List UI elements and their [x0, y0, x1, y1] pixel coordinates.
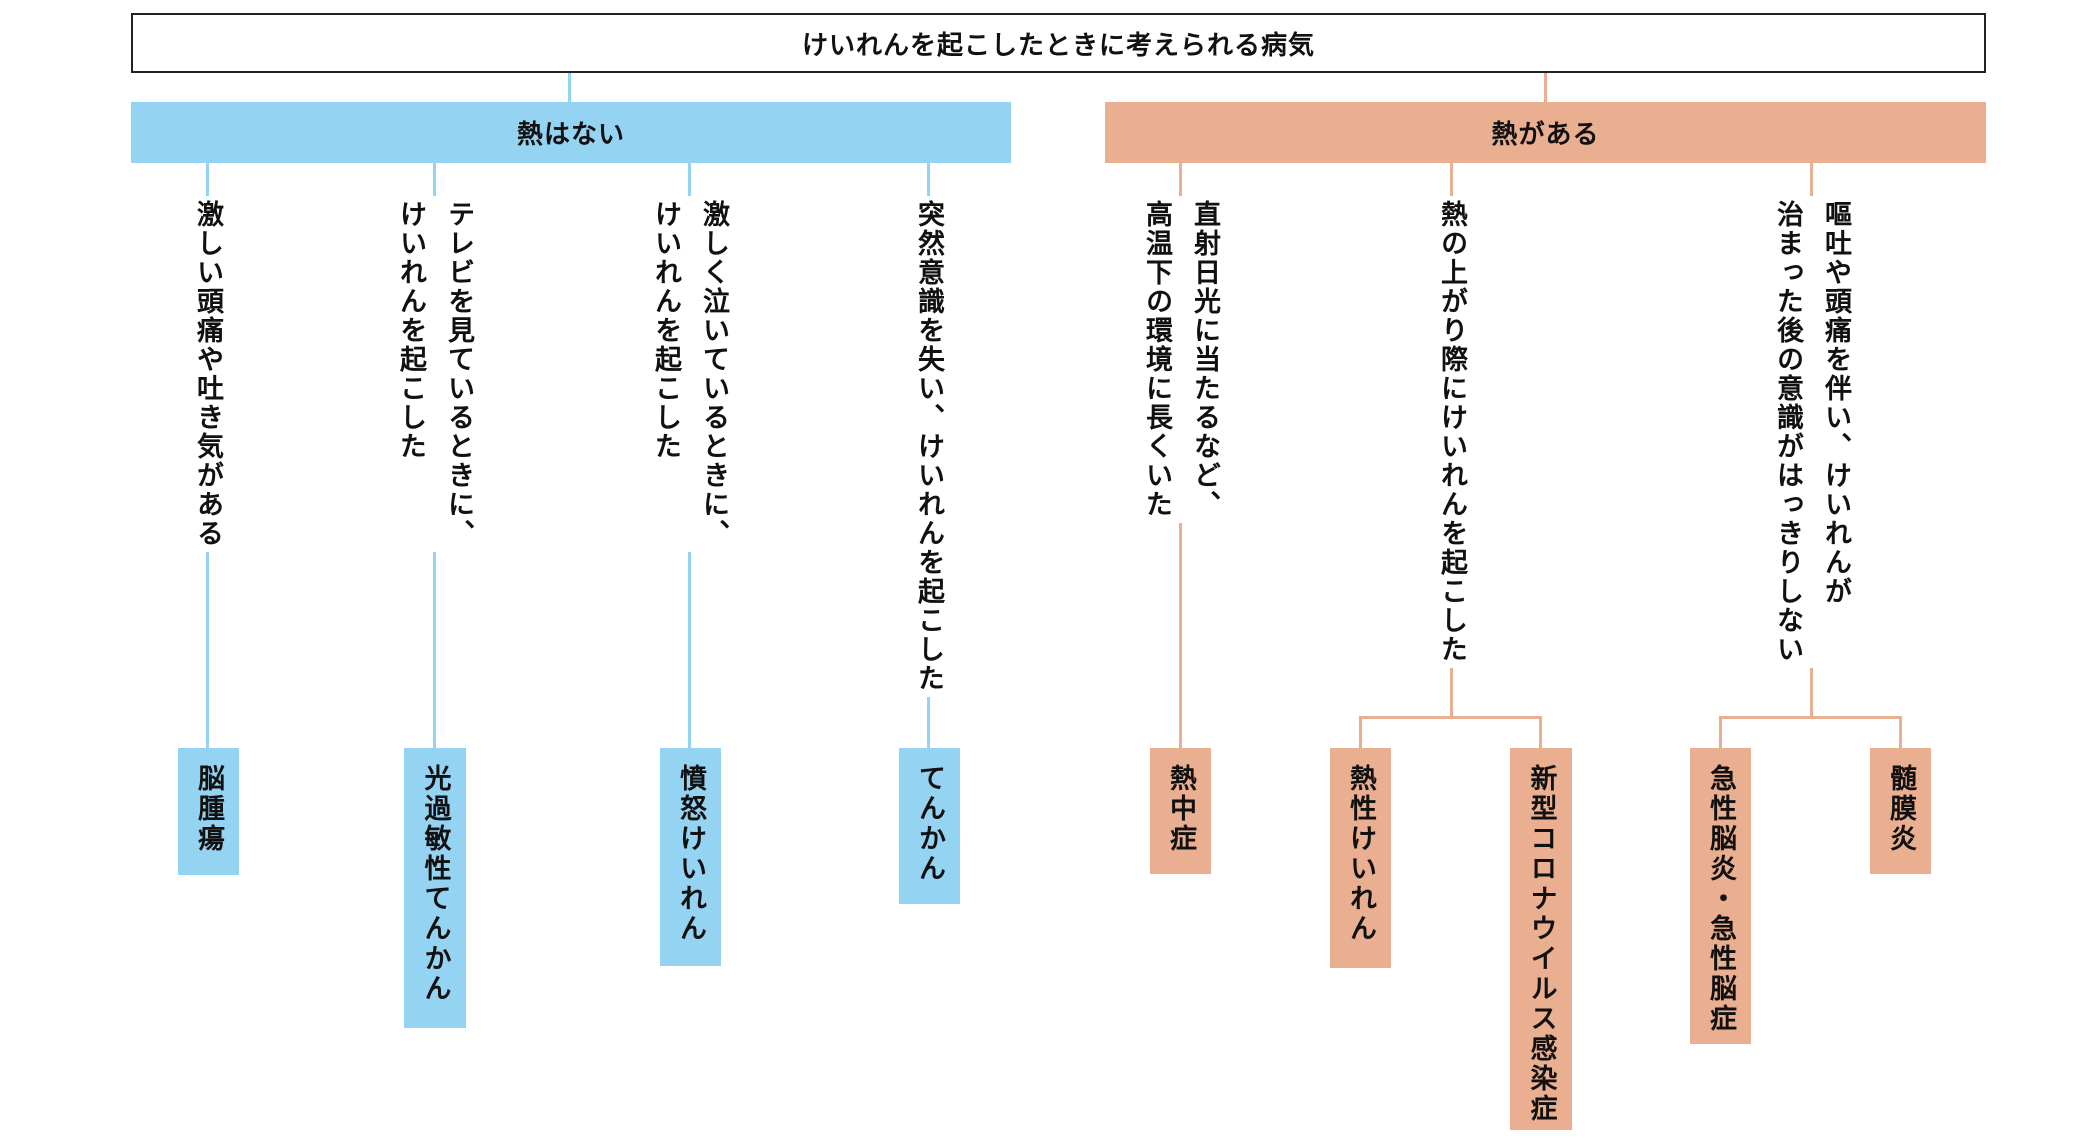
condition-nofever-4: 突然意識を失い、けいれんを起こした	[904, 196, 952, 697]
result-label: 急性脳炎・急性脳症	[1705, 764, 1736, 1034]
result-label: 新型コロナウイルス感染症	[1525, 764, 1557, 1124]
result-nofever-2: 光過敏性てんかん	[404, 748, 466, 1028]
condition-nofever-1: 激しい頭痛や吐き気がある	[183, 196, 231, 552]
result-label: 熱性けいれん	[1345, 764, 1376, 944]
result-nofever-1: 脳腫瘍	[178, 748, 239, 875]
connector-fever-2b	[1539, 716, 1542, 748]
result-label: 熱中症	[1165, 764, 1196, 854]
connector-fever-3b	[1899, 716, 1902, 748]
result-label: 光過敏性てんかん	[419, 764, 451, 1004]
condition-nofever-2: テレビを見ているときに、 けいれんを起こした	[386, 196, 482, 552]
result-fever-2b: 新型コロナウイルス感染症	[1510, 748, 1572, 1130]
result-label: 憤怒けいれん	[675, 764, 706, 944]
result-label: 脳腫瘍	[193, 764, 224, 854]
category-no-fever: 熱はない	[131, 102, 1011, 163]
category-fever: 熱がある	[1105, 102, 1986, 163]
connector-title-nofever	[568, 73, 571, 102]
result-fever-3b: 髄膜炎	[1870, 748, 1931, 874]
result-fever-1: 熱中症	[1150, 748, 1211, 874]
result-nofever-3: 憤怒けいれん	[660, 748, 721, 966]
connector-fever-2-split	[1359, 716, 1542, 719]
connector-title-fever	[1544, 73, 1547, 102]
result-label: 髄膜炎	[1885, 764, 1916, 854]
connector-fever-3-split	[1719, 716, 1902, 719]
result-fever-3a: 急性脳炎・急性脳症	[1690, 748, 1751, 1044]
connector-fever-2a	[1359, 716, 1362, 748]
connector-fever-3a	[1719, 716, 1722, 748]
result-nofever-4: てんかん	[899, 748, 960, 904]
condition-fever-1: 直射日光に当たるなど、 高温下の環境に長くいた	[1132, 196, 1228, 523]
result-label: てんかん	[914, 764, 945, 884]
diagram-title: けいれんを起こしたときに考えられる病気	[131, 13, 1986, 73]
condition-fever-2: 熱の上がり際にけいれんを起こした	[1427, 196, 1475, 668]
condition-fever-3: 嘔吐や頭痛を伴い、けいれんが 治まった後の意識がはっきりしない	[1763, 196, 1859, 668]
condition-nofever-3: 激しく泣いているときに、 けいれんを起こした	[641, 196, 737, 552]
result-fever-2a: 熱性けいれん	[1330, 748, 1391, 968]
